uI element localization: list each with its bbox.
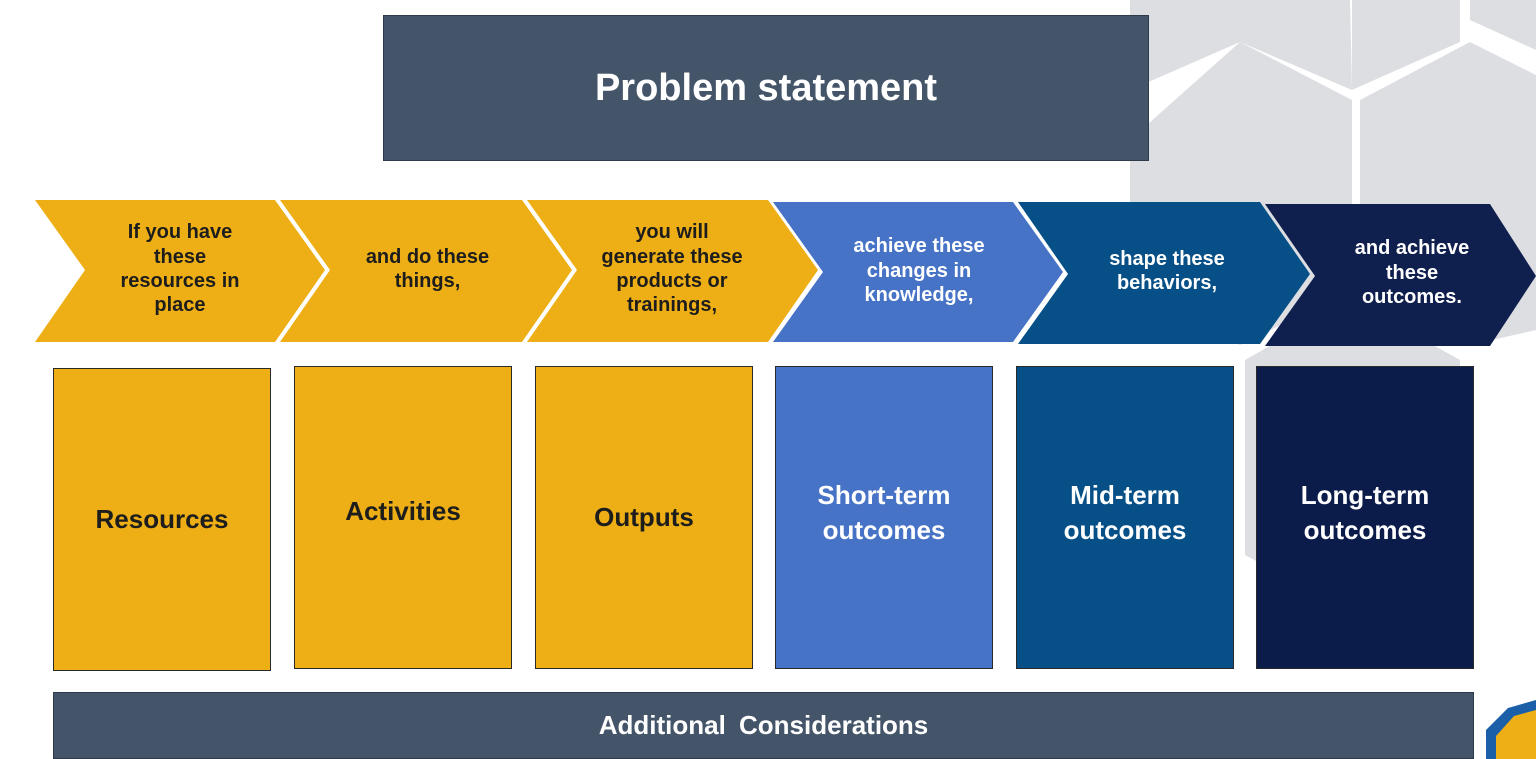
problem-statement-box: Problem statement (383, 15, 1149, 161)
additional-considerations-label: Additional Considerations (598, 710, 929, 740)
long-term-outcomes-box: Long-term outcomes (1256, 366, 1474, 669)
resources-label: Resources (95, 504, 229, 535)
long-term-outcomes-label: Long-term outcomes (1300, 480, 1430, 545)
short-term-outcomes-box: Short-term outcomes (775, 366, 993, 669)
hexagon-shape (1352, 0, 1460, 90)
chevron-arrow-2 (280, 200, 572, 342)
problem-statement-title: Problem statement (594, 66, 938, 109)
mid-term-outcomes-box: Mid-term outcomes (1016, 366, 1234, 669)
chevron-arrow-3 (527, 200, 818, 342)
arrow-6-text: and achieve these outcomes. (1354, 237, 1470, 309)
arrow-5-text: shape these behaviors, (1109, 247, 1225, 294)
hexagon-shape (1130, 0, 1352, 90)
chevron-arrow-5 (1018, 202, 1310, 344)
hexagon-shape (1470, 0, 1536, 50)
outputs-label: Outputs (594, 502, 694, 533)
chevron-arrow-1 (35, 200, 325, 342)
activities-box: Activities (294, 366, 512, 669)
resources-box: Resources (53, 368, 271, 671)
short-term-outcomes-label: Short-term outcomes (817, 480, 951, 545)
arrow-3-text: you will generate these products or trai… (601, 221, 743, 317)
arrow-1-text: If you have these resources in place (120, 221, 240, 317)
arrow-4-text: achieve these changes in knowledge, (853, 235, 985, 307)
additional-considerations-bar: Additional Considerations (53, 692, 1474, 759)
corner-logo-icon (1486, 700, 1536, 759)
outputs-box: Outputs (535, 366, 753, 669)
chevron-arrow-6 (1265, 204, 1536, 346)
arrow-2-text: and do these things, (365, 245, 490, 292)
chevron-arrow-4 (773, 202, 1063, 342)
mid-term-outcomes-label: Mid-term outcomes (1063, 480, 1187, 545)
activities-label: Activities (345, 496, 461, 527)
